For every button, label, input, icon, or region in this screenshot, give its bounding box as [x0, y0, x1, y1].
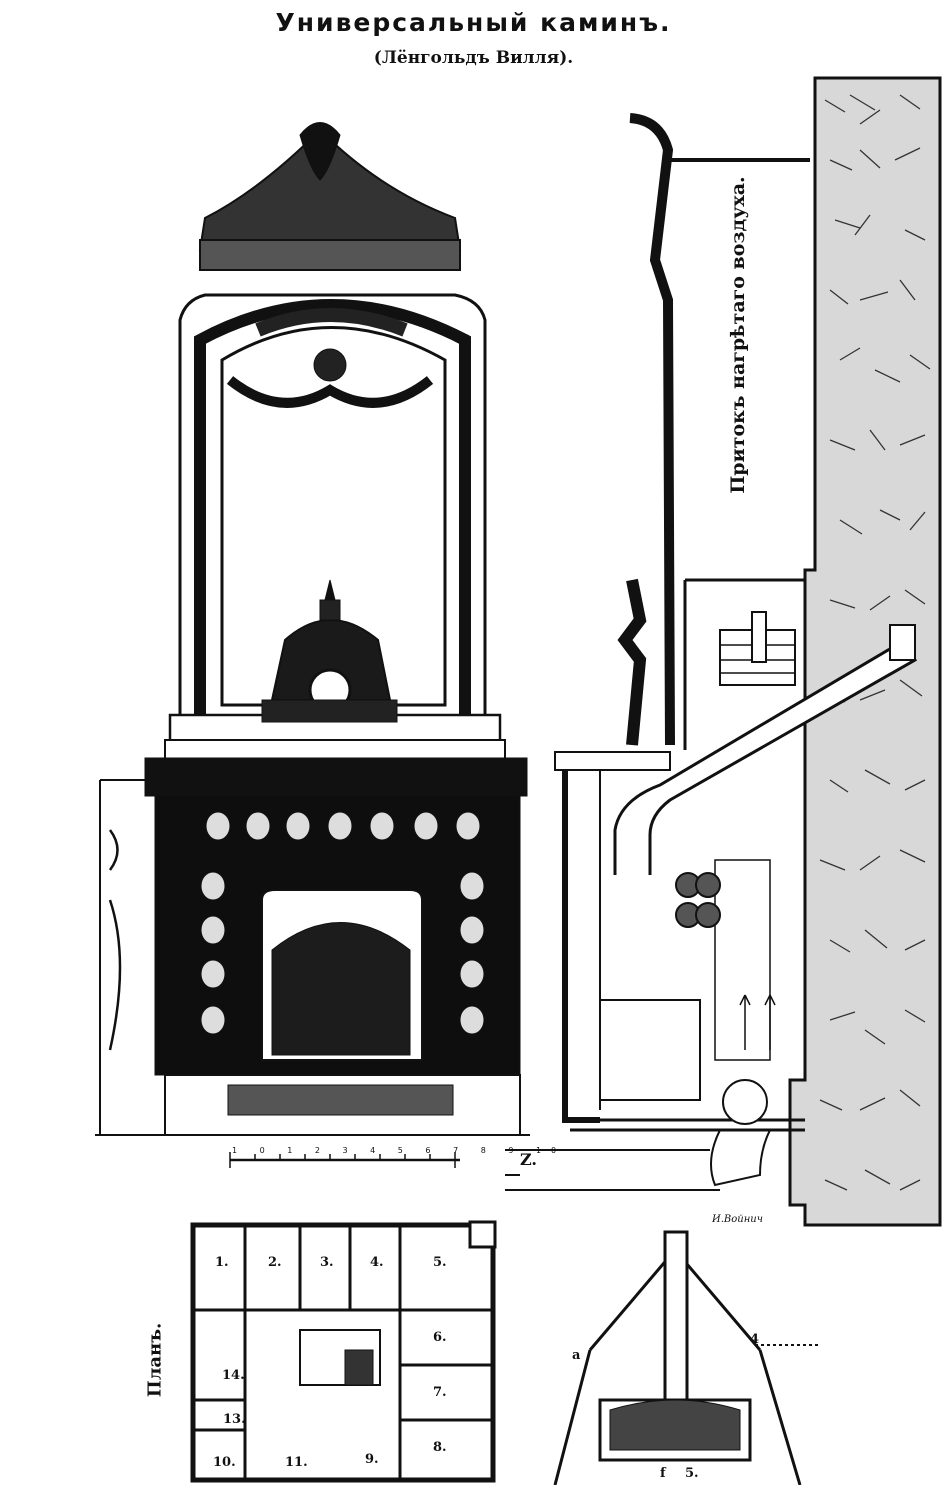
page-subtitle: (Лёнгольдъ Вилля).	[373, 48, 574, 68]
fireplace-body	[95, 757, 530, 1136]
floor-plan	[190, 1220, 497, 1483]
mirror-frame	[164, 122, 506, 761]
room-6: 6.	[433, 1330, 447, 1345]
detail-4: 4	[750, 1332, 760, 1347]
room-14: 14.	[222, 1368, 245, 1383]
detail-a: a	[572, 1348, 581, 1363]
room-10: 10.	[213, 1455, 236, 1470]
air-inflow-text: Притокъ нагрѣтаго воздуха.	[727, 176, 749, 494]
room-4: 4.	[370, 1255, 384, 1270]
z-label: Z.	[520, 1150, 537, 1169]
page-title: Универсальный каминъ.	[275, 8, 672, 37]
corner-detail	[553, 1230, 820, 1485]
scale-marks: 1 0 1 2 3 4 5 6 7 8 9 10	[232, 1146, 567, 1155]
room-7: 7.	[433, 1385, 447, 1400]
mantel-clock	[261, 579, 398, 723]
room-1: 1.	[215, 1255, 229, 1270]
air-inflow-label: Притокъ нагрѣтаго воздуха.	[718, 176, 758, 493]
detail-5: 5.	[685, 1466, 699, 1481]
plan-text: Планъ.	[144, 1322, 166, 1398]
room-3: 3.	[320, 1255, 334, 1270]
plan-label: Планъ.	[135, 1290, 175, 1430]
room-11: 11.	[285, 1455, 308, 1470]
engraver-signature: И.Войнич	[712, 1214, 763, 1225]
room-2: 2.	[268, 1255, 282, 1270]
scale-bar	[229, 1152, 460, 1168]
room-5: 5.	[433, 1255, 447, 1270]
room-13: 13.	[223, 1412, 246, 1427]
section-view	[505, 113, 917, 1191]
brick-wall	[788, 76, 942, 1227]
room-9: 9.	[365, 1452, 379, 1467]
room-8: 8.	[433, 1440, 447, 1455]
detail-f: f	[660, 1466, 666, 1481]
